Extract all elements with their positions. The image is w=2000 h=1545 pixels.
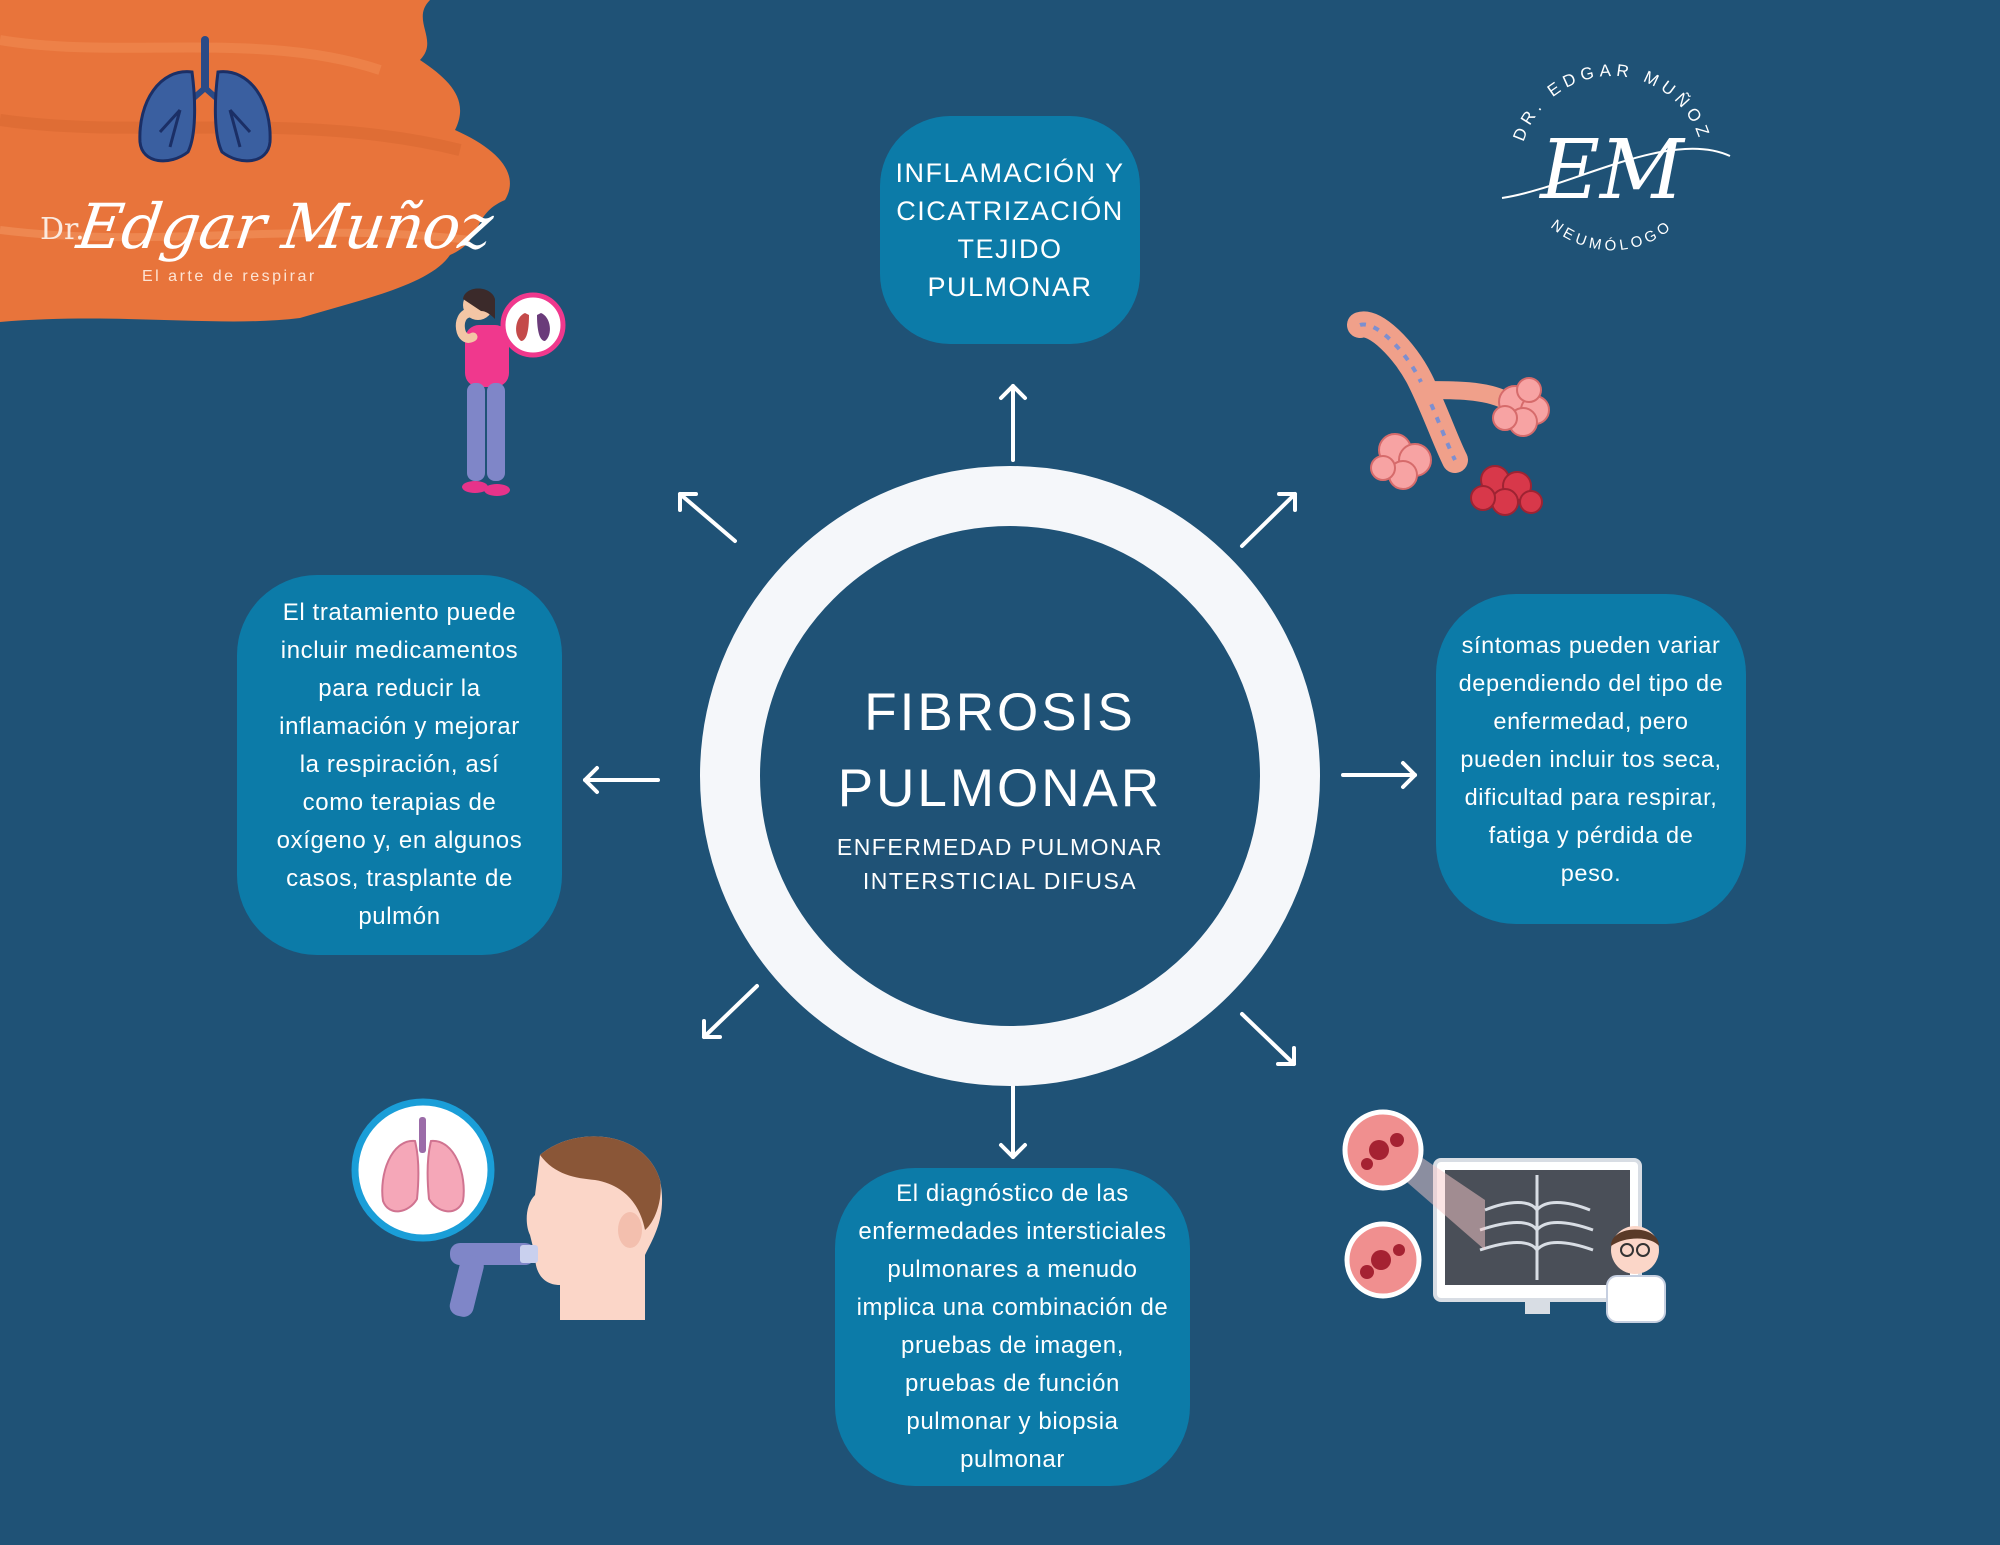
node-line: casos, trasplante de [286,865,513,892]
node-line: para reducir la [318,675,481,702]
node-line: la respiración, así [299,751,500,778]
center-title-line: PULMONAR [837,759,1163,818]
node-line: pruebas de función [905,1370,1120,1397]
node-inflammation: INFLAMACIÓN Y CICATRIZACIÓN TEJIDO PULMO… [880,116,1140,344]
arrow-up-right [1240,492,1297,548]
node-line: oxígeno y, en algunos [276,827,523,854]
node-line: TEJIDO [957,234,1063,264]
node-line: enfermedades intersticiales [858,1218,1167,1245]
spirometry-icon [351,1098,663,1320]
center-title-line: FIBROSIS [864,683,1136,742]
node-symptoms: síntomas pueden variar dependiendo del t… [1436,594,1746,924]
arrow-down [999,1083,1027,1159]
node-line: como terapias de [302,789,497,816]
neumologo-seal: DR. EDGAR MUÑOZ NEUMÓLOGO EM [1501,61,1731,254]
center-subtitle: ENFERMEDAD PULMONAR INTERSTICIAL DIFUSA [770,830,1230,898]
node-line: CICATRIZACIÓN [896,196,1124,226]
node-line: pruebas de imagen, [901,1332,1124,1359]
alveoli-icon [1347,311,1550,516]
center-subtitle-line: ENFERMEDAD PULMONAR [836,834,1164,860]
lungs-icon [138,36,272,163]
node-line: enfermedad, pero [1493,708,1689,734]
node-line: síntomas pueden variar [1461,632,1721,658]
node-line: peso. [1560,860,1622,886]
node-line: incluir medicamentos [280,637,519,664]
arrow-right [1341,761,1417,789]
node-treatment: El tratamiento puede incluir medicamento… [237,575,562,955]
node-line: pulmón [358,903,441,930]
node-line: fatiga y pérdida de [1488,822,1694,848]
node-line: El diagnóstico de las [896,1180,1129,1207]
node-line: implica una combinación de [856,1294,1169,1321]
logo-tagline: El arte de respirar [142,268,317,285]
arrow-up-left [678,492,737,543]
center-title: FIBROSIS PULMONAR [780,675,1220,827]
node-line: El tratamiento puede [282,599,517,626]
center-ring [700,466,1320,1086]
coughing-woman-icon [455,288,566,496]
xray-doctor-icon [1342,1109,1666,1323]
node-line: pulmonar [960,1446,1065,1473]
center-subtitle-line: INTERSTICIAL DIFUSA [862,868,1138,894]
node-diagnosis: El diagnóstico de las enfermedades inter… [835,1168,1190,1486]
arrow-up [999,384,1027,462]
node-line: INFLAMACIÓN Y [895,158,1125,188]
arrow-down-right [1240,1012,1296,1066]
node-line: pulmonar y biopsia [906,1408,1119,1435]
node-line: dificultad para respirar, [1464,784,1718,810]
node-line: dependiendo del tipo de [1458,670,1724,696]
arrow-down-left [702,984,759,1039]
arrow-left [583,766,660,794]
seal-monogram: EM [1538,123,1686,218]
logo-prefix: Dr. [40,212,85,247]
node-line: inflamación y mejorar [279,713,520,740]
node-line: PULMONAR [927,272,1093,302]
node-line: pulmonares a menudo [887,1256,1138,1283]
node-line: pueden incluir tos seca, [1460,746,1722,772]
